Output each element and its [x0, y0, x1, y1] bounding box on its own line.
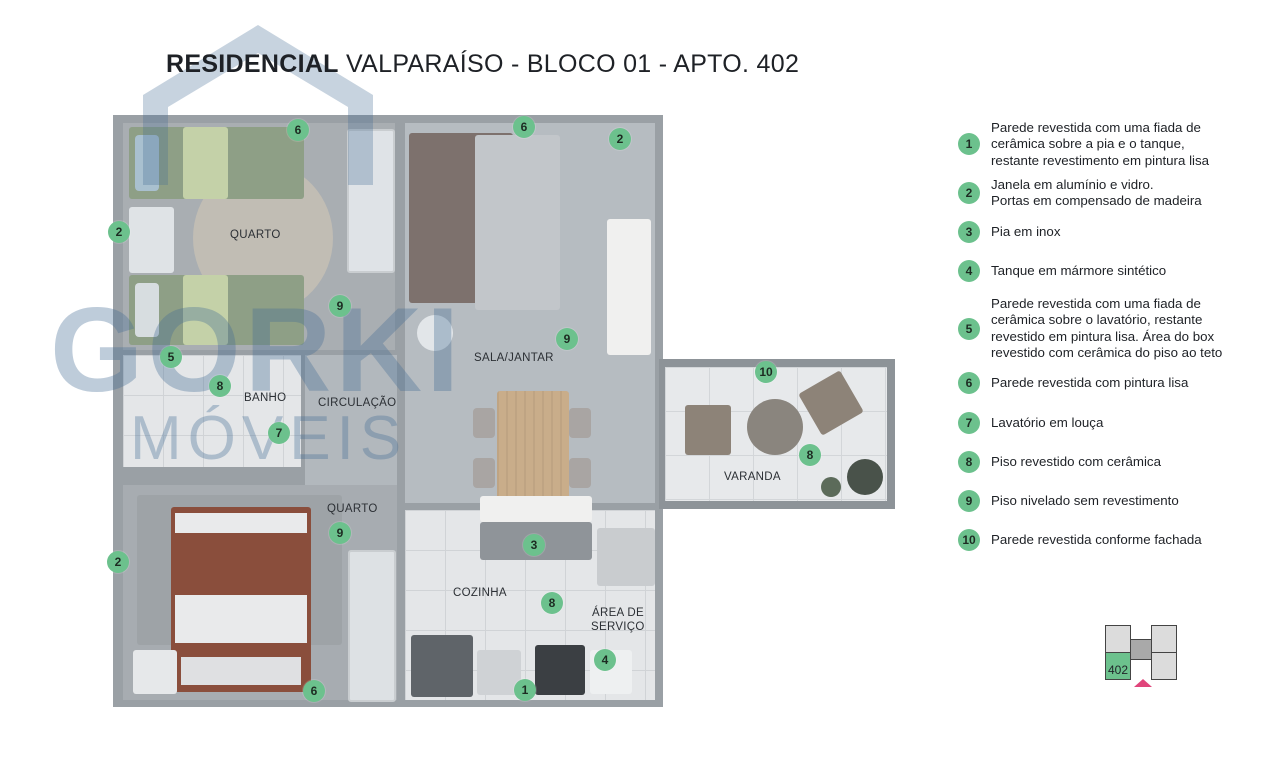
legend-badge: 7 [958, 412, 980, 434]
label-banho: BANHO [244, 392, 287, 404]
legend-badge: 8 [958, 451, 980, 473]
plan-badge-6: 6 [287, 119, 309, 141]
wardrobe-quarto-2 [348, 550, 396, 702]
plan-badge-6: 6 [303, 680, 325, 702]
legend-item: 2 Janela em alumínio e vidro. Portas em c… [958, 177, 1251, 210]
tv-rack [607, 219, 651, 355]
legend-text: Parede revestida conforme fachada [991, 531, 1202, 547]
legend-text: Parede revestida com pintura lisa [991, 374, 1189, 390]
plant-pot [847, 459, 883, 495]
legend-item: 7 Lavatório em louça [958, 412, 1251, 434]
floor-plan [113, 115, 663, 707]
plan-badge-6: 6 [513, 116, 535, 138]
legend-text: Piso revestido com cerâmica [991, 453, 1161, 469]
dining-chair [473, 458, 495, 488]
legend-badge: 5 [958, 317, 980, 340]
label-area-servico-1: ÁREA DE [592, 607, 644, 619]
living-rug [475, 135, 560, 310]
legend-text: Parede revestida com uma fiada de cerâmi… [991, 120, 1210, 168]
legend-item: 8 Piso revestido com cerâmica [958, 451, 1251, 473]
position-marker-icon [1134, 679, 1152, 687]
label-quarto-1: QUARTO [230, 229, 281, 241]
corridor-cell [1130, 639, 1152, 660]
plan-badge-3: 3 [523, 534, 545, 556]
legend-badge: 3 [958, 221, 980, 243]
double-bed [171, 507, 311, 692]
legend-badge: 1 [958, 133, 980, 156]
plan-badge-9: 9 [329, 295, 351, 317]
plan-badge-1: 1 [514, 679, 536, 701]
dining-chair [473, 408, 495, 438]
unit-cell [1151, 625, 1177, 653]
unit-cell [1105, 625, 1131, 653]
legend-text: Pia em inox [991, 223, 1061, 239]
label-quarto-2: QUARTO [327, 503, 378, 515]
room-circulacao [305, 355, 397, 485]
round-table [747, 399, 803, 455]
plan-badge-9: 9 [556, 328, 578, 350]
plant-pot [821, 477, 841, 497]
legend-item: 10 Parede revestida conforme fachada [958, 529, 1251, 551]
dining-table [497, 391, 569, 499]
label-cozinha: COZINHA [453, 587, 507, 599]
label-area-servico-2: SERVIÇO [591, 621, 645, 633]
legend-text: Tanque em mármore sintético [991, 262, 1167, 278]
plan-badge-8: 8 [209, 375, 231, 397]
water-filter [477, 650, 521, 695]
label-circulacao: CIRCULAÇÃO [318, 397, 397, 409]
label-sala-jantar: SALA/JANTAR [474, 352, 554, 364]
single-bed-top [129, 127, 304, 199]
legend-item: 4 Tanque em mármore sintético [958, 260, 1251, 282]
legend-item: 1 Parede revestida com uma fiada de cerâm… [958, 120, 1251, 169]
unit-label: 402 [1107, 663, 1129, 677]
legend-item: 3 Pia em inox [958, 221, 1251, 243]
refrigerator [411, 635, 473, 697]
legend-badge: 9 [958, 490, 980, 512]
plan-badge-5: 5 [160, 346, 182, 368]
nightstand [133, 650, 177, 694]
legend-badge: 10 [958, 529, 980, 551]
legend-text: Parede revestida com uma fiada de cerâmi… [991, 296, 1223, 360]
side-table [417, 315, 453, 351]
plan-badge-8: 8 [541, 592, 563, 614]
legend-text: Lavatório em louça [991, 414, 1104, 430]
armchair [685, 405, 731, 455]
title-residential-name: RESIDENCIAL [166, 50, 339, 78]
legend-item: 9 Piso nivelado sem revestimento [958, 490, 1251, 512]
single-bed-bottom [129, 275, 304, 345]
legend-item: 6 Parede revestida com pintura lisa [958, 372, 1251, 394]
plan-badge-9: 9 [329, 522, 351, 544]
legend-text: Piso nivelado sem revestimento [991, 492, 1179, 508]
plan-badge-2: 2 [108, 221, 130, 243]
dining-chair [569, 408, 591, 438]
armchair [798, 370, 864, 436]
kitchen-counter [480, 496, 592, 522]
legend-badge: 6 [958, 372, 980, 394]
legend-text: Janela em alumínio e vidro. Portas em co… [991, 177, 1202, 209]
legend-badge: 2 [958, 182, 980, 205]
plan-badge-4: 4 [594, 649, 616, 671]
room-varanda [659, 359, 895, 509]
room-banho [123, 355, 301, 467]
plan-badge-8: 8 [799, 444, 821, 466]
plan-badge-2: 2 [609, 128, 631, 150]
nightstand [129, 207, 174, 273]
stove [535, 645, 585, 695]
wardrobe-quarto-1 [347, 129, 395, 273]
unit-cell [1151, 652, 1177, 680]
plan-badge-10: 10 [755, 361, 777, 383]
plan-badge-2: 2 [107, 551, 129, 573]
unit-cell-402: 402 [1105, 652, 1131, 680]
block-location-key: 402 [1105, 625, 1177, 685]
page-title: RESIDENCIAL VALPARAÍSO - BLOCO 01 - APTO… [166, 50, 799, 79]
washing-machine [597, 528, 655, 586]
legend-badge: 4 [958, 260, 980, 282]
legend-item: 5 Parede revestida com uma fiada de cerâm… [958, 296, 1251, 361]
label-varanda: VARANDA [724, 471, 781, 483]
plan-badge-7: 7 [268, 422, 290, 444]
dining-chair [569, 458, 591, 488]
room-sala-jantar [405, 123, 655, 503]
title-block-apartment: VALPARAÍSO - BLOCO 01 - APTO. 402 [346, 50, 800, 78]
